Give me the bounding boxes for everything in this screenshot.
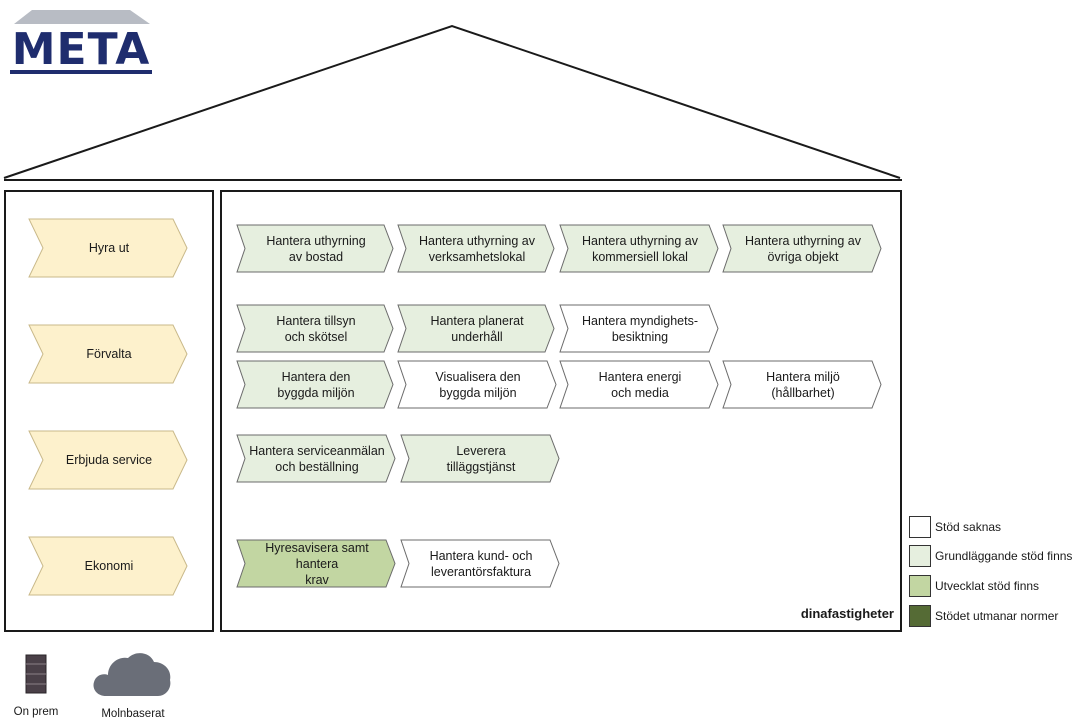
process-chevron[interactable]: Hantera serviceanmälan och beställning <box>236 434 396 483</box>
category-label: Erbjuda service <box>65 453 153 467</box>
cloud-icon <box>93 653 171 696</box>
process-chevron[interactable]: Leverera tilläggstjänst <box>400 434 560 483</box>
process-chevron[interactable]: Hantera uthyrning av övriga objekt <box>722 224 882 273</box>
legend-label: Stödet utmanar normer <box>935 609 1059 623</box>
legend-swatch <box>909 575 931 597</box>
process-chevron[interactable]: Hantera myndighets- besiktning <box>559 304 719 353</box>
process-chevron[interactable]: Hantera uthyrning av bostad <box>236 224 394 273</box>
molnbaserat-label: Molnbaserat <box>101 708 165 720</box>
logo-text: META <box>11 24 151 75</box>
process-label: Hantera serviceanmälan och beställning <box>249 443 385 474</box>
process-label: Hantera planerat underhåll <box>430 313 524 344</box>
process-label: Visualisera den byggda miljön <box>435 369 521 400</box>
category-ekonomi[interactable]: Ekonomi <box>28 536 188 596</box>
process-label: Hantera uthyrning av bostad <box>266 233 366 264</box>
on-prem-label: On prem <box>13 706 59 718</box>
process-chevron[interactable]: Hantera tillsyn och skötsel <box>236 304 394 353</box>
category-hyra-ut[interactable]: Hyra ut <box>28 218 188 278</box>
process-chevron[interactable]: Hantera uthyrning av verksamhetslokal <box>397 224 555 273</box>
process-chevron[interactable]: Hyresavisera samt hantera krav <box>236 539 396 588</box>
meta-logo: META <box>10 8 152 80</box>
category-label: Hyra ut <box>88 241 130 255</box>
process-label: Hantera tillsyn och skötsel <box>276 313 356 344</box>
process-chevron[interactable]: Visualisera den byggda miljön <box>397 360 557 409</box>
legend-label: Grundläggande stöd finns <box>935 549 1073 563</box>
process-label: Leverera tilläggstjänst <box>446 443 516 474</box>
category-forvalta[interactable]: Förvalta <box>28 324 188 384</box>
process-chevron[interactable]: Hantera kund- och leverantörsfaktura <box>400 539 560 588</box>
category-label: Förvalta <box>86 347 132 361</box>
legend-label: Stöd saknas <box>935 520 1002 534</box>
process-chevron[interactable]: Hantera energi och media <box>559 360 719 409</box>
server-icon <box>25 654 47 694</box>
process-label: Hantera energi och media <box>598 369 682 400</box>
process-label: Hantera miljö (hållbarhet) <box>766 369 840 400</box>
legend-swatch <box>909 605 931 627</box>
process-chevron[interactable]: Hantera planerat underhåll <box>397 304 555 353</box>
category-erbjuda-service[interactable]: Erbjuda service <box>28 430 188 490</box>
process-label: Hyresavisera samt hantera krav <box>265 540 369 587</box>
logo-roof-icon <box>10 10 152 74</box>
process-label: Hantera den byggda miljön <box>277 369 355 400</box>
process-chevron[interactable]: Hantera uthyrning av kommersiell lokal <box>559 224 719 273</box>
process-label: Hantera uthyrning av kommersiell lokal <box>581 233 699 264</box>
process-label: Hantera myndighets- besiktning <box>581 313 699 344</box>
category-label: Ekonomi <box>84 559 134 573</box>
process-label: Hantera uthyrning av verksamhetslokal <box>418 233 536 264</box>
process-chevron[interactable]: Hantera miljö (hållbarhet) <box>722 360 882 409</box>
legend-swatch <box>909 545 931 567</box>
process-chevron[interactable]: Hantera den byggda miljön <box>236 360 394 409</box>
house-roof <box>3 24 902 181</box>
legend-swatch <box>909 516 931 538</box>
brand-label: dinafastigheter <box>800 606 894 621</box>
process-label: Hantera kund- och leverantörsfaktura <box>429 548 533 579</box>
process-label: Hantera uthyrning av övriga objekt <box>744 233 862 264</box>
legend-label: Utvecklat stöd finns <box>935 579 1040 593</box>
